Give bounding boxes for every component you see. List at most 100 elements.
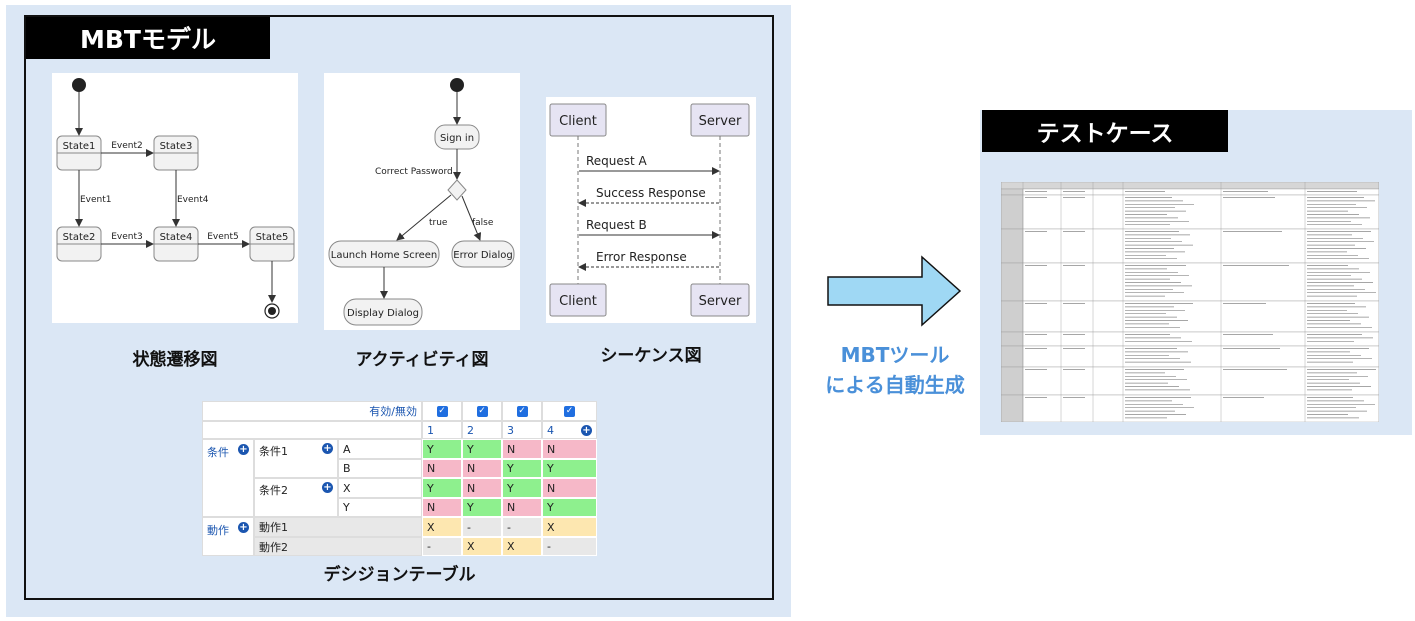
state-diagram: State1 State3 State2 State4 State5 Event… xyxy=(52,73,298,323)
checkbox-icon: ✓ xyxy=(516,405,528,417)
participant-label: Server xyxy=(699,114,742,129)
decision-cell[interactable]: - xyxy=(422,537,462,556)
actions-label: 動作 xyxy=(207,524,229,537)
sheet-row xyxy=(1022,345,1380,368)
column-number-cell: 4 + xyxy=(542,421,597,439)
conditions-section: 条件 + xyxy=(202,439,254,517)
right-arrow-icon xyxy=(827,255,962,327)
add-value-icon[interactable]: + xyxy=(322,482,333,493)
generation-arrow xyxy=(826,255,962,327)
condition-value: Y xyxy=(338,498,422,517)
add-column-icon[interactable]: + xyxy=(581,424,592,436)
column-number: 3 xyxy=(502,421,542,439)
add-action-icon[interactable]: + xyxy=(238,522,249,533)
state-label: State1 xyxy=(63,141,96,152)
column-number: 2 xyxy=(462,421,502,439)
decision-cell[interactable]: Y xyxy=(502,459,542,478)
sheet-row xyxy=(1022,188,1380,196)
decision-cell[interactable]: Y xyxy=(422,478,462,498)
decision-cell[interactable]: Y xyxy=(502,478,542,498)
column-number: 4 xyxy=(547,423,554,437)
event-label: Event2 xyxy=(111,141,143,151)
decision-cell[interactable]: X xyxy=(542,517,597,537)
mbt-model-frame xyxy=(24,15,774,600)
actions-section: 動作 + xyxy=(202,517,254,556)
activity-diagram: Sign in Correct Password true false Laun… xyxy=(324,73,520,330)
decision-cell[interactable]: X xyxy=(502,537,542,556)
add-condition-icon[interactable]: + xyxy=(238,444,249,455)
branch-false-label: false xyxy=(472,218,494,228)
message-label: Request A xyxy=(586,154,648,168)
sheet-id-cell xyxy=(1000,300,1024,333)
decision-cell[interactable]: N xyxy=(502,498,542,517)
column-header-spacer xyxy=(202,421,422,439)
decision-cell[interactable]: N xyxy=(462,478,502,498)
sheet-id-cell xyxy=(1000,194,1024,230)
decision-table-caption: デシジョンテーブル xyxy=(323,565,476,585)
column-number: 1 xyxy=(422,421,462,439)
decision-cell[interactable]: Y xyxy=(462,439,502,459)
sequence-diagram-caption: シーケンス図 xyxy=(600,346,702,366)
enabled-label: 有効/無効 xyxy=(202,401,422,421)
decision-cell[interactable]: Y xyxy=(542,459,597,478)
add-value-icon[interactable]: + xyxy=(322,443,333,454)
decision-cell[interactable]: Y xyxy=(542,498,597,517)
event-label: Event3 xyxy=(111,232,143,242)
decision-cell[interactable]: Y xyxy=(462,498,502,517)
participant-label: Client xyxy=(559,294,597,309)
activity-node-label: Display Dialog xyxy=(347,308,419,319)
branch-true-label: true xyxy=(429,218,448,228)
arrow-label: MBTツール による自動生成 xyxy=(800,340,990,400)
activity-node-label: Launch Home Screen xyxy=(331,250,437,261)
decision-cell[interactable]: N xyxy=(542,478,597,498)
message-label: Request B xyxy=(586,218,647,232)
condition-name: 条件1 xyxy=(259,445,288,458)
sheet-id-cell xyxy=(1000,366,1024,396)
decision-cell[interactable]: - xyxy=(502,517,542,537)
participant-label: Client xyxy=(559,114,597,129)
decision-table: 有効/無効 ✓ ✓ ✓ ✓ 1 2 3 4 + 条件 + 動作 + 条件1 + … xyxy=(202,401,597,556)
sheet-id-cell xyxy=(1000,345,1024,368)
activity-diagram-caption: アクティビティ図 xyxy=(355,350,489,370)
sheet-id-cell xyxy=(1000,331,1024,347)
decision-cell[interactable]: N xyxy=(502,439,542,459)
decision-cell[interactable]: N xyxy=(462,459,502,478)
checkbox-icon: ✓ xyxy=(564,405,575,417)
decision-cell[interactable]: N xyxy=(542,439,597,459)
state-label: State4 xyxy=(160,232,193,243)
sheet-id-cell xyxy=(1000,188,1024,196)
decision-cell[interactable]: N xyxy=(422,459,462,478)
sheet-id-cell xyxy=(1000,262,1024,302)
decision-cell[interactable]: X xyxy=(462,537,502,556)
decision-cell[interactable]: - xyxy=(542,537,597,556)
event-label: Event5 xyxy=(207,232,239,242)
sheet-row xyxy=(1022,300,1380,333)
decision-cell[interactable]: Y xyxy=(422,439,462,459)
decision-cell[interactable]: X xyxy=(422,517,462,537)
sheet-row xyxy=(1022,228,1380,264)
participant-label: Server xyxy=(699,294,742,309)
test-case-title: テストケース xyxy=(982,110,1228,152)
conditions-label: 条件 xyxy=(207,446,229,459)
mbt-model-title: MBTモデル xyxy=(26,17,270,59)
state-label: State5 xyxy=(256,232,289,243)
sheet-id-cell xyxy=(1000,394,1024,423)
state-label: State2 xyxy=(63,232,96,243)
sheet-row xyxy=(1022,194,1380,230)
enable-checkbox-4[interactable]: ✓ xyxy=(542,401,597,421)
checkbox-icon: ✓ xyxy=(436,405,448,417)
enable-checkbox-3[interactable]: ✓ xyxy=(502,401,542,421)
event-label: Event1 xyxy=(80,195,112,205)
condition-value: A xyxy=(338,439,422,459)
decision-cell[interactable]: - xyxy=(462,517,502,537)
arrow-label-line2: による自動生成 xyxy=(825,373,965,397)
enable-checkbox-2[interactable]: ✓ xyxy=(462,401,502,421)
activity-node-label: Error Dialog xyxy=(453,250,512,261)
message-label: Error Response xyxy=(596,250,687,264)
condition-group: 条件2 + xyxy=(254,478,338,517)
enable-checkbox-1[interactable]: ✓ xyxy=(422,401,462,421)
state-diagram-caption: 状態遷移図 xyxy=(132,350,218,370)
test-case-sheet xyxy=(1000,181,1380,423)
sheet-header-row xyxy=(1000,181,1380,190)
decision-cell[interactable]: N xyxy=(422,498,462,517)
